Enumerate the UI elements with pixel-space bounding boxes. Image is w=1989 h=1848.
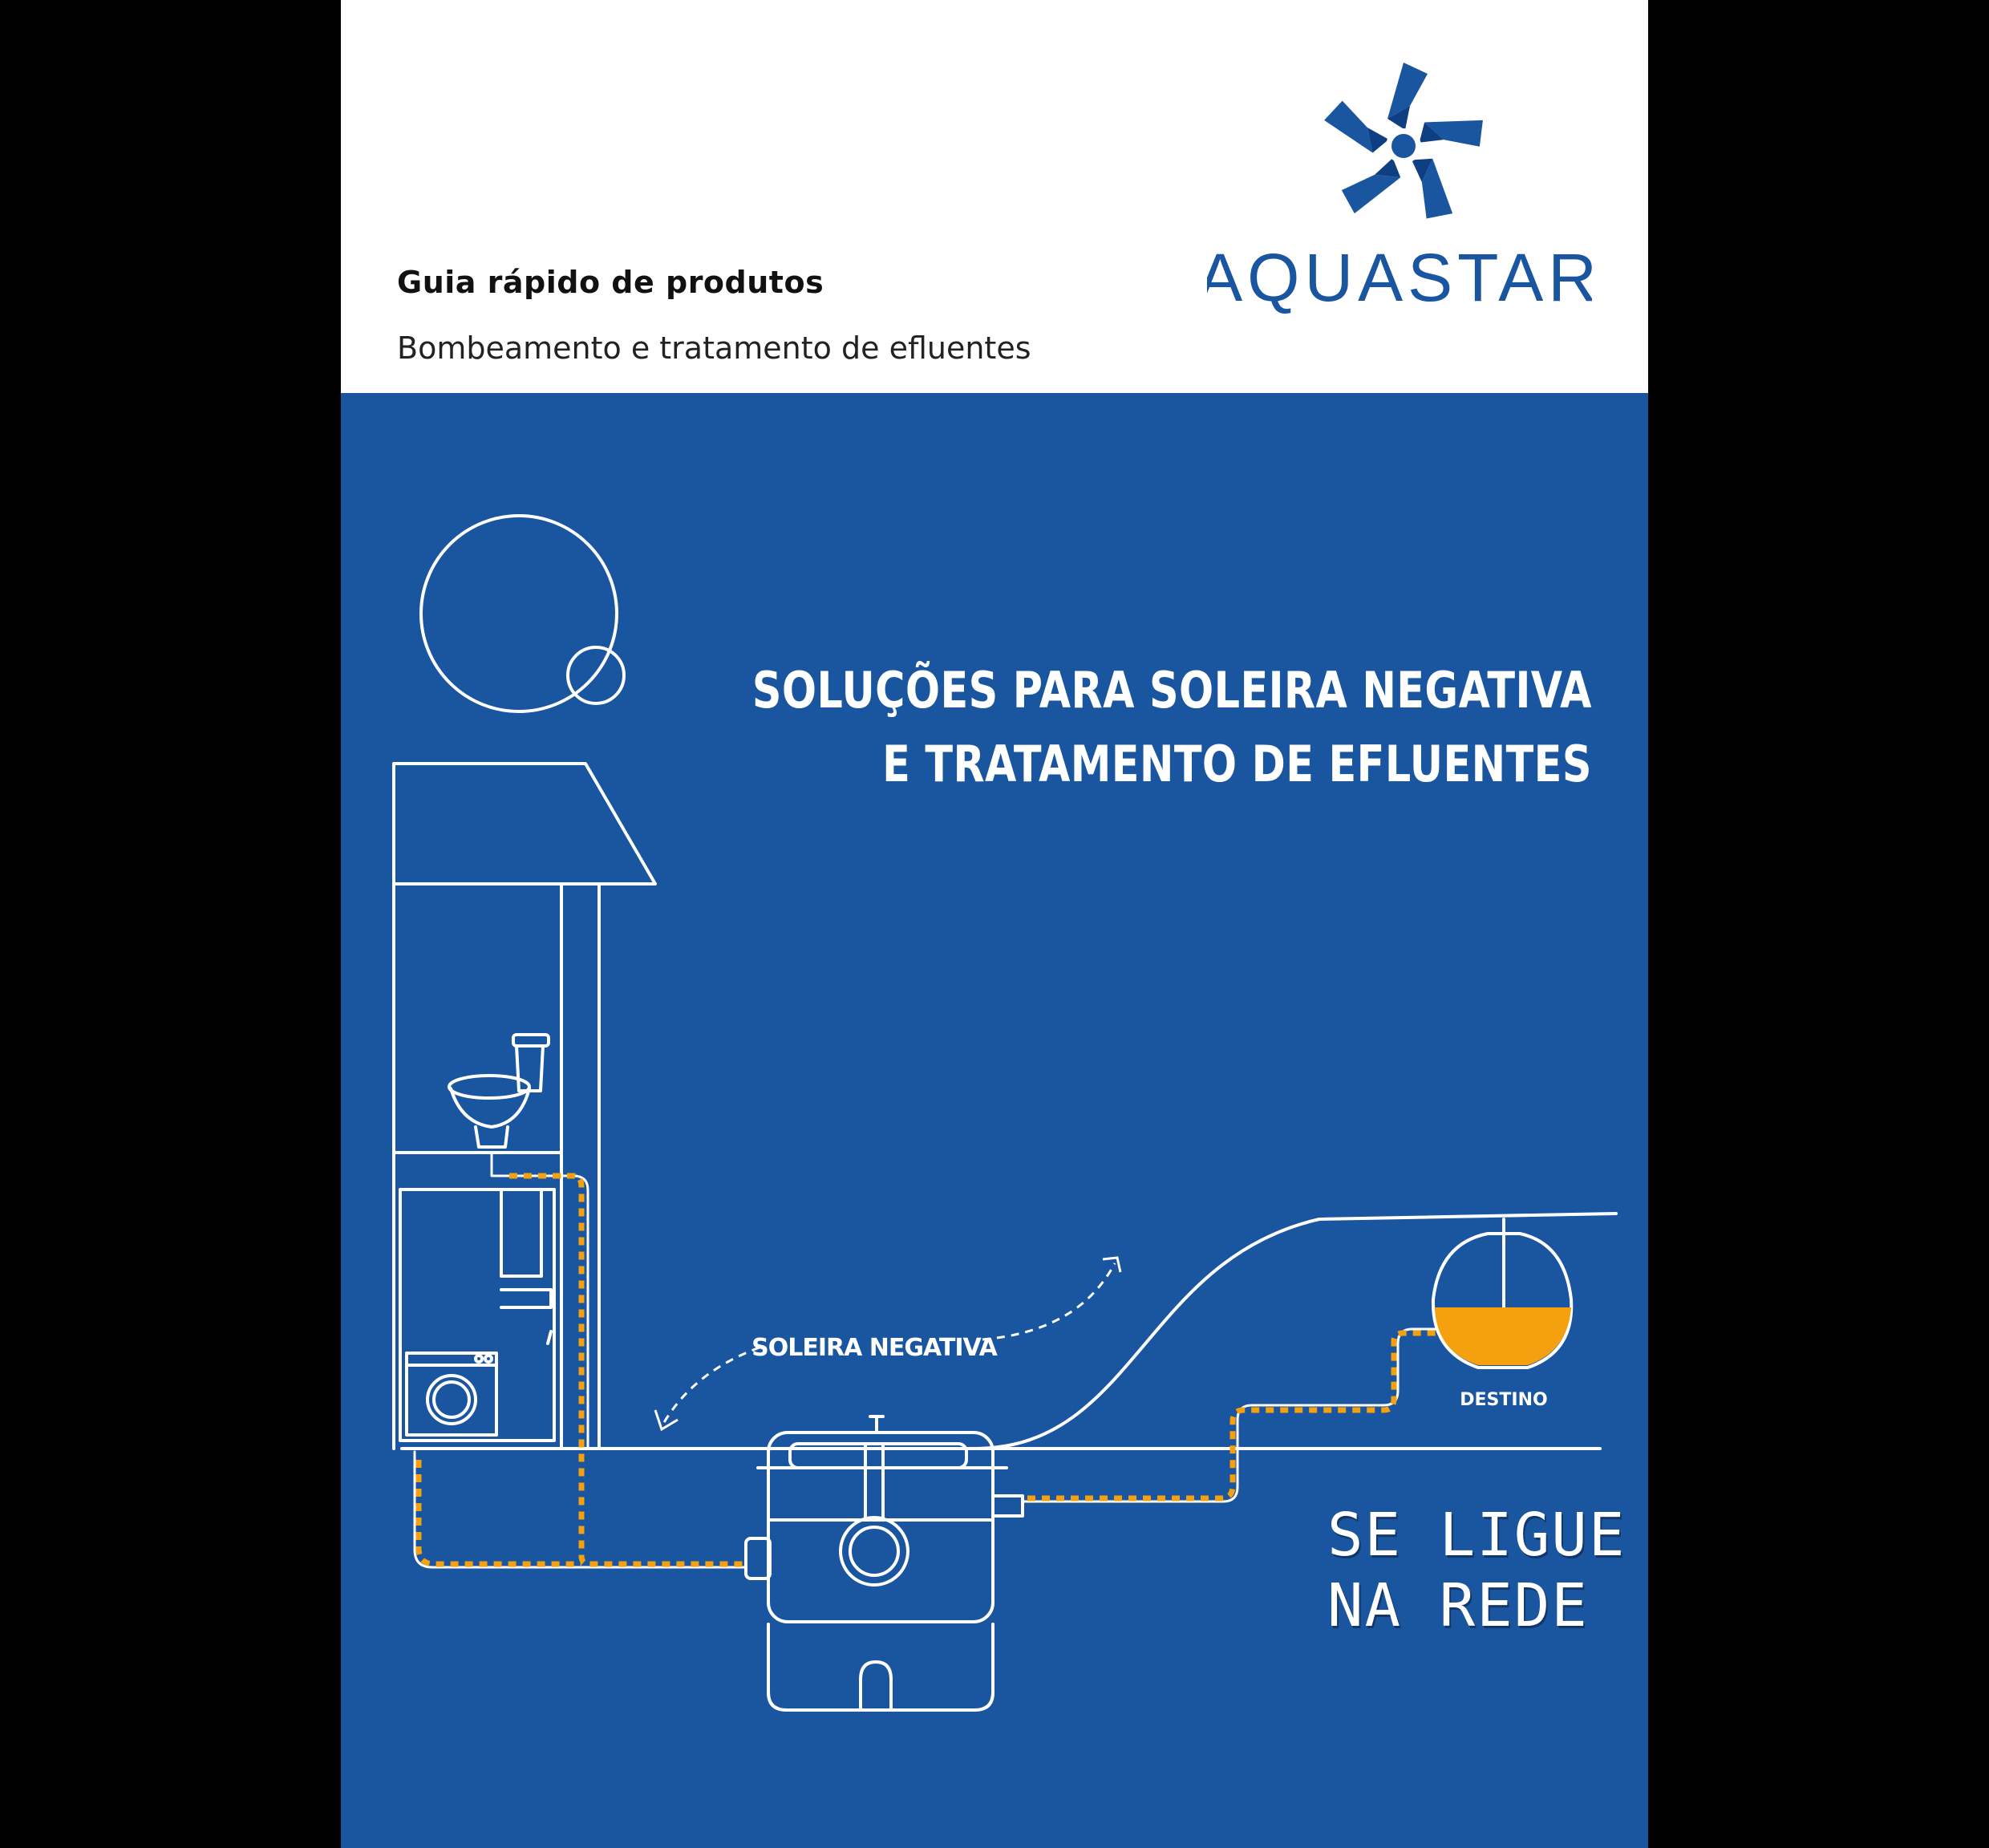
arrow-head-left-icon: [654, 1409, 679, 1432]
laundry-sink: [500, 1288, 553, 1309]
toilet-icon: [448, 1033, 550, 1149]
laundry-cabinet: [500, 1188, 543, 1278]
slogan-line-1: SE LIGUE: [1327, 1501, 1626, 1570]
aquastar-star-logo-icon: [1324, 63, 1483, 219]
washing-machine-icon: [405, 1352, 498, 1437]
flow-arrows: [415, 1173, 1436, 1567]
laundry-room: [399, 1188, 556, 1442]
header: Guia rápido de produtos Bombeamento e tr…: [341, 0, 1648, 393]
threshold-arrows: [662, 1262, 1116, 1424]
aquastar-wordmark: AQUASTAR: [1207, 240, 1592, 315]
slogan: SE LIGUE NA REDE: [1327, 1500, 1626, 1641]
hero-panel: [341, 393, 1648, 1848]
small-moon-icon: [566, 646, 626, 705]
guide-title: Guia rápido de produtos: [397, 265, 824, 300]
lift-station-icon: [744, 1415, 1024, 1712]
cover-page: Guia rápido de produtos Bombeamento e tr…: [341, 0, 1648, 1848]
hero-headline: SOLUÇÕES PARA SOLEIRA NEGATIVA E TRATAME…: [752, 654, 1592, 801]
slogan-line-2: NA REDE: [1327, 1571, 1589, 1640]
moon-icon: [419, 514, 618, 713]
destination-water: [1435, 1307, 1571, 1365]
label-destination: DESTINO: [1460, 1390, 1547, 1410]
guide-subtitle: Bombeamento e tratamento de efluentes: [397, 330, 1031, 366]
house-roof: [392, 762, 657, 886]
arrow-head-right-icon: [1102, 1256, 1122, 1273]
drainage-diagram: SOLEIRA NEGATIVA DESTINO: [392, 514, 1618, 1712]
headline-line-1: SOLUÇÕES PARA SOLEIRA NEGATIVA: [751, 661, 1592, 719]
brand-name: AQUASTAR: [1207, 240, 1592, 315]
headline-line-2: E TRATAMENTO DE EFLUENTES: [882, 735, 1592, 793]
terrain-line: [973, 1212, 1618, 1450]
destination-tank-icon: [1431, 1218, 1574, 1369]
label-negative-threshold: SOLEIRA NEGATIVA: [751, 1334, 999, 1362]
laundry-tap: [546, 1330, 553, 1345]
